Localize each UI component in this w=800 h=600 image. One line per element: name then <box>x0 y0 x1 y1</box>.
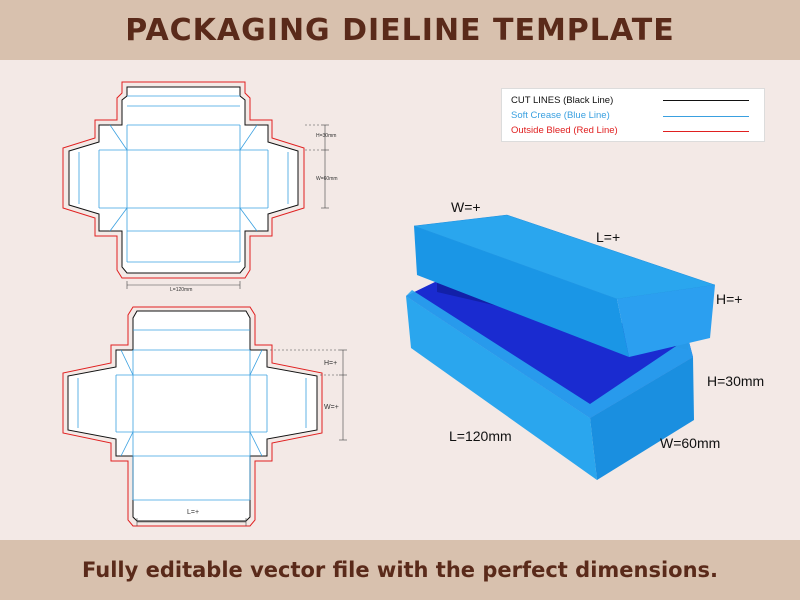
dimension-lines-bottom <box>136 349 347 526</box>
box-lid-front <box>414 226 629 357</box>
cut-outline-bottom <box>67 310 318 522</box>
legend-cut-lines-label: CUT LINES (Black Line) <box>511 95 614 106</box>
box-lid-h-label: H=+ <box>716 291 743 307</box>
bleed-outline-bottom <box>62 306 323 527</box>
legend-soft-crease-swatch <box>663 116 749 117</box>
dieline-top <box>62 81 329 289</box>
legend-soft-crease-label: Soft Crease (Blue Line) <box>511 110 610 121</box>
footer-banner: Fully editable vector file with the perf… <box>0 540 800 600</box>
crease-lines-bottom <box>77 329 307 501</box>
bleed-outline-top <box>62 81 305 279</box>
dieline-bottom-w-label: W=+ <box>324 404 339 411</box>
dieline-bottom-l-label: L=+ <box>187 509 200 516</box>
dieline-top-l-label: L=120mm <box>170 287 193 293</box>
box-lid <box>413 214 716 357</box>
dieline-top-h-label: H=30mm <box>316 133 337 139</box>
crease-lines-top <box>78 95 289 263</box>
box-base-w-label: W=60mm <box>660 435 721 451</box>
box-lid-w-label: W=+ <box>451 199 481 215</box>
box-lid-l-label: L=+ <box>596 229 621 245</box>
legend-outside-bleed-swatch <box>663 131 749 132</box>
dieline-bottom-h-label: H=+ <box>324 360 338 367</box>
dimension-lines-top <box>126 124 329 289</box>
box-base-l-label: L=120mm <box>449 428 512 444</box>
box-base-left-front <box>406 296 597 480</box>
legend-box: CUT LINES (Black Line) Soft Crease (Blue… <box>501 88 765 142</box>
page-title: PACKAGING DIELINE TEMPLATE <box>125 12 675 48</box>
box-lid-side <box>617 285 715 357</box>
legend-cut-lines-swatch <box>663 100 749 101</box>
box-base-rim <box>406 290 693 418</box>
legend-outside-bleed-label: Outside Bleed (Red Line) <box>511 125 618 136</box>
footer-text: Fully editable vector file with the perf… <box>81 558 719 582</box>
dieline-bottom <box>62 306 347 527</box>
dieline-top-w-label: W=60mm <box>316 176 338 182</box>
box-base-h-label: H=30mm <box>707 373 765 389</box>
box-base-right-side <box>590 357 694 480</box>
cut-outline-top <box>68 86 299 274</box>
header-banner: PACKAGING DIELINE TEMPLATE <box>0 0 800 60</box>
